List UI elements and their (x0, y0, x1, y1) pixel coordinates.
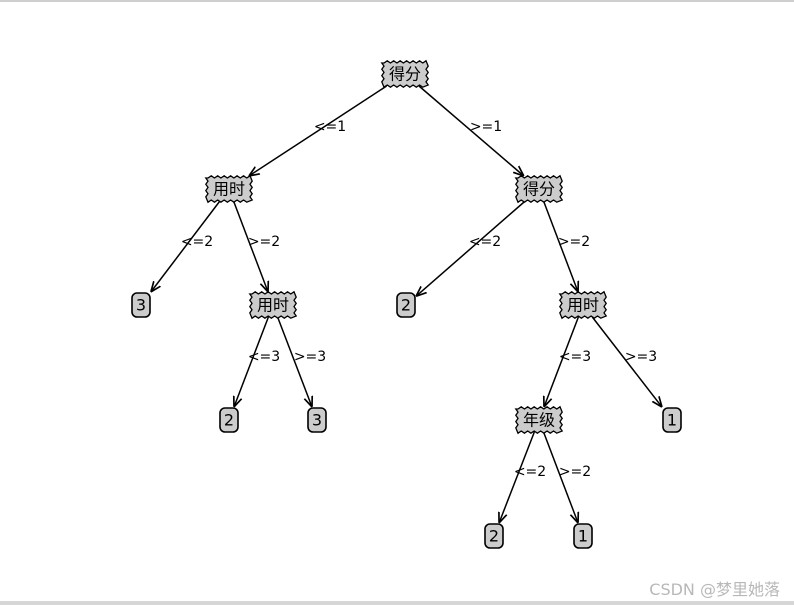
edge-label: >=2 (558, 234, 590, 250)
node-label: 得分 (523, 180, 555, 199)
edge-label: >=1 (470, 119, 502, 135)
decision-node: 得分 (380, 59, 430, 89)
edges-layer: <=1 >=1 <=2 >=2 <=3 >=3 <=2 >=2 <=3 >=3 <=2 >=2 (151, 85, 662, 523)
node-label: 用时 (213, 180, 245, 199)
edge-n_left-to-n_lr (232, 200, 269, 292)
edge-label: >=2 (248, 234, 280, 250)
decision-node: 得分 (514, 174, 564, 204)
leaf-node: 2 (484, 523, 504, 549)
leaf-box (484, 523, 504, 549)
edge-n_lr-to-leaf_3b (276, 316, 312, 407)
node-label: 1 (578, 527, 588, 546)
edge-root-to-n_right (418, 85, 524, 176)
edge-n_grade-to-leaf_2c (499, 431, 536, 523)
decision-box (514, 174, 564, 204)
leaf-node: 3 (307, 407, 327, 433)
edge-label: <=2 (181, 234, 213, 250)
edge-n_rr-to-n_grade (544, 316, 580, 407)
node-label: 3 (312, 411, 322, 430)
leaf-box (662, 407, 682, 433)
decision-node: 用时 (558, 290, 608, 320)
leaf-node: 2 (396, 292, 416, 318)
window-top-border (0, 0, 794, 2)
leaf-node: 3 (131, 292, 151, 318)
edge-label: <=2 (469, 234, 501, 250)
edge-label: <=3 (248, 349, 280, 365)
edge-n_rr-to-leaf_1a (591, 316, 662, 407)
node-label: 用时 (257, 296, 289, 315)
edge-label: <=3 (559, 349, 591, 365)
edge-label: <=1 (314, 119, 346, 135)
node-label: 2 (224, 411, 234, 430)
node-label: 得分 (389, 65, 421, 84)
leaf-node: 2 (219, 407, 239, 433)
window-bottom-border (0, 601, 794, 605)
node-label: 2 (401, 296, 411, 315)
decision-node: 年级 (514, 405, 564, 435)
leaf-box (131, 292, 151, 318)
decision-node: 用时 (204, 174, 254, 204)
leaf-box (396, 292, 416, 318)
edge-root-to-n_left (249, 85, 388, 176)
decision-node: 用时 (248, 290, 298, 320)
edge-label: >=3 (625, 349, 657, 365)
edge-n_lr-to-leaf_2a (234, 316, 270, 407)
leaf-node: 1 (573, 523, 593, 549)
decision-box (558, 290, 608, 320)
edge-label: <=2 (514, 464, 546, 480)
node-label: 用时 (567, 296, 599, 315)
node-label: 3 (136, 296, 146, 315)
leaf-box (219, 407, 239, 433)
decision-box (248, 290, 298, 320)
edge-label: >=2 (559, 464, 591, 480)
node-label: 年级 (523, 411, 555, 430)
edge-n_grade-to-leaf_1b (542, 431, 579, 523)
edge-n_right-to-leaf_2b (416, 200, 526, 296)
decision-box (204, 174, 254, 204)
decision-box (514, 405, 564, 435)
node-label: 1 (667, 411, 677, 430)
node-label: 2 (489, 527, 499, 546)
decision-box (380, 59, 430, 89)
leaf-box (307, 407, 327, 433)
edge-label: >=3 (294, 349, 326, 365)
leaf-node: 1 (662, 407, 682, 433)
watermark: CSDN @梦里她落 (649, 580, 780, 599)
leaf-box (573, 523, 593, 549)
edge-n_left-to-leaf_3a (151, 200, 221, 292)
edge-n_right-to-n_rr (542, 200, 579, 292)
